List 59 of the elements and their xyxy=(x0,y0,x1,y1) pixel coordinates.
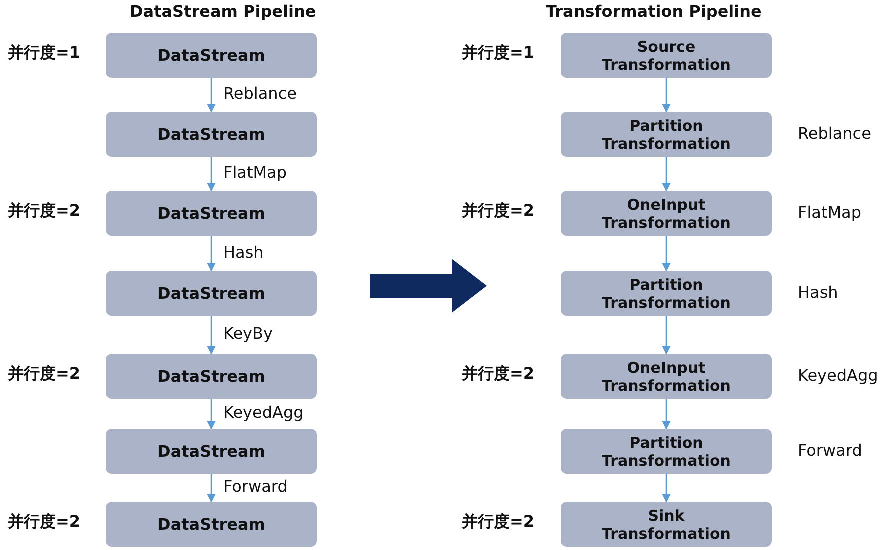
arrow xyxy=(206,316,216,355)
arrow xyxy=(662,78,672,113)
operator-label: Hash xyxy=(798,283,838,302)
edge-label: KeyBy xyxy=(224,324,273,343)
process-box xyxy=(106,502,317,547)
parallelism-label: 并行度=2 xyxy=(462,364,535,385)
arrow xyxy=(662,236,672,272)
process-box xyxy=(561,33,772,78)
parallelism-label: 并行度=1 xyxy=(462,43,535,64)
parallelism-label: 并行度=1 xyxy=(8,43,81,64)
process-box xyxy=(561,429,772,474)
operator-label: KeyedAgg xyxy=(798,366,878,385)
node-label: OneInput Transformation xyxy=(601,196,732,232)
process-box xyxy=(106,112,317,157)
node-label: Sink Transformation xyxy=(601,506,732,542)
parallelism-label: 并行度=2 xyxy=(8,364,81,385)
node-label: DataStream xyxy=(158,204,266,224)
arrow xyxy=(206,236,216,272)
process-box xyxy=(561,191,772,236)
node-label: DataStream xyxy=(158,366,266,386)
process-box xyxy=(561,112,772,157)
node-label: DataStream xyxy=(158,442,266,462)
node-label: Partition Transformation xyxy=(601,434,732,470)
process-box xyxy=(106,271,317,316)
arrow xyxy=(206,474,216,503)
edge-label: FlatMap xyxy=(224,163,287,182)
arrow xyxy=(662,474,672,503)
node-label: DataStream xyxy=(158,514,266,534)
edge-label: Hash xyxy=(224,242,264,262)
process-box xyxy=(106,354,317,399)
parallelism-label: 并行度=2 xyxy=(462,512,535,533)
arrow xyxy=(662,316,672,355)
process-box xyxy=(106,429,317,474)
pipeline-title: Transformation Pipeline xyxy=(546,2,762,21)
node-label: DataStream xyxy=(158,124,266,144)
node-label: Source Transformation xyxy=(601,38,732,74)
parallelism-label: 并行度=2 xyxy=(462,201,535,222)
node-label: DataStream xyxy=(158,46,266,66)
arrow xyxy=(662,157,672,192)
arrow xyxy=(206,399,216,430)
process-box xyxy=(106,33,317,78)
operator-label: FlatMap xyxy=(798,203,862,222)
node-label: OneInput Transformation xyxy=(601,358,732,394)
parallelism-label: 并行度=2 xyxy=(8,512,81,533)
operator-label: Reblance xyxy=(798,124,872,143)
edge-label: KeyedAgg xyxy=(224,403,304,422)
arrow xyxy=(206,157,216,192)
process-box xyxy=(561,271,772,316)
process-box xyxy=(561,502,772,547)
process-box xyxy=(561,354,772,399)
parallelism-label: 并行度=2 xyxy=(8,201,81,222)
arrow xyxy=(662,399,672,430)
arrow xyxy=(206,78,216,113)
pipeline-title: DataStream Pipeline xyxy=(130,2,316,21)
process-box xyxy=(106,191,317,236)
node-label: DataStream xyxy=(158,284,266,304)
node-label: Partition Transformation xyxy=(601,116,732,152)
node-label: Partition Transformation xyxy=(601,276,732,312)
operator-label: Forward xyxy=(798,441,862,460)
